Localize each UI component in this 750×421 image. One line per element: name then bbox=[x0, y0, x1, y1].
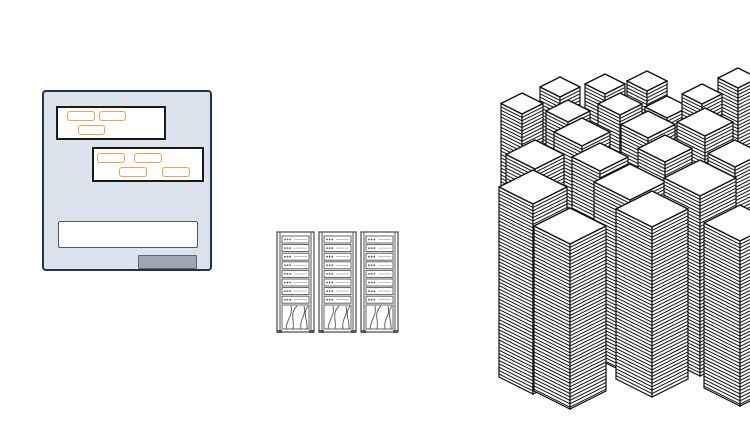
rack-unit bbox=[323, 287, 352, 296]
rack-unit bbox=[365, 287, 394, 296]
rack-unit bbox=[281, 244, 310, 253]
rack-unit bbox=[323, 295, 352, 304]
rack-cables bbox=[365, 304, 394, 330]
record-stack bbox=[615, 190, 689, 398]
rack-unit bbox=[365, 235, 394, 244]
token-chip bbox=[162, 167, 190, 177]
record-stack bbox=[533, 207, 607, 410]
message-bubble bbox=[56, 106, 166, 140]
server-rack bbox=[276, 231, 315, 333]
rack-unit bbox=[323, 269, 352, 278]
server-rack bbox=[318, 231, 357, 333]
token-chip bbox=[99, 111, 126, 121]
rack-unit bbox=[365, 269, 394, 278]
rack-unit bbox=[281, 235, 310, 244]
token-chip bbox=[134, 153, 162, 163]
record-stack bbox=[703, 204, 750, 407]
rack-unit bbox=[323, 252, 352, 261]
rack-unit bbox=[365, 295, 394, 304]
message-input[interactable] bbox=[58, 221, 198, 248]
rack-unit bbox=[281, 287, 310, 296]
token-chip bbox=[97, 153, 125, 163]
message-bubble bbox=[92, 147, 204, 182]
rack-unit bbox=[281, 261, 310, 270]
rack-cables bbox=[323, 304, 352, 330]
rack-cables bbox=[281, 304, 310, 330]
rack-unit bbox=[323, 244, 352, 253]
token-chip bbox=[78, 125, 105, 135]
rack-unit bbox=[323, 261, 352, 270]
rack-unit bbox=[365, 261, 394, 270]
rack-unit bbox=[281, 295, 310, 304]
rack-unit bbox=[365, 278, 394, 287]
rack-unit bbox=[281, 269, 310, 278]
rack-unit bbox=[323, 235, 352, 244]
server-rack bbox=[360, 231, 399, 333]
send-button[interactable] bbox=[138, 255, 197, 269]
token-chip bbox=[119, 167, 147, 177]
rack-unit bbox=[365, 244, 394, 253]
rack-unit bbox=[365, 252, 394, 261]
rack-unit bbox=[281, 278, 310, 287]
chat-window-illustration bbox=[42, 90, 212, 271]
token-chip bbox=[67, 111, 95, 121]
rack-unit bbox=[323, 278, 352, 287]
rack-unit bbox=[281, 252, 310, 261]
